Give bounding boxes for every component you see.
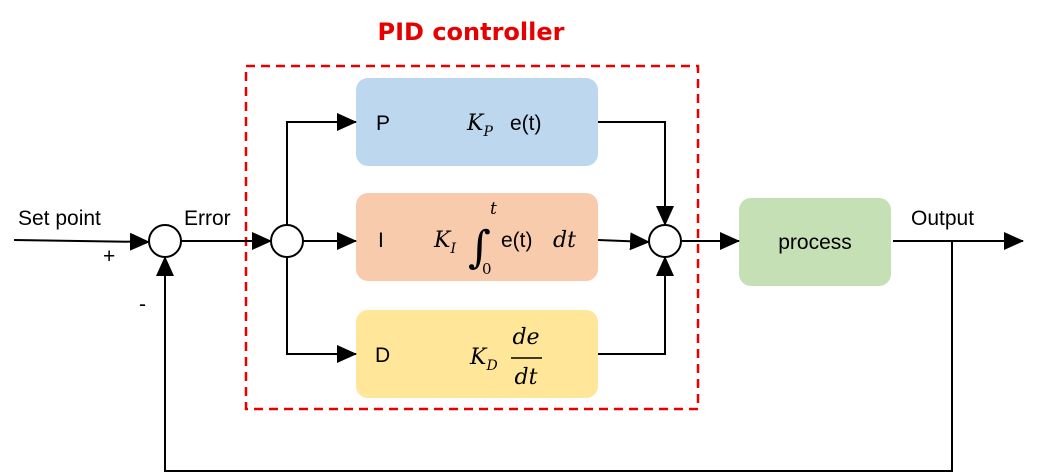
to-p-line [286,113,357,225]
from-i-line [597,232,650,251]
integral-upper-limit: t [490,199,497,219]
d-gain: KD [469,345,498,374]
to-d-line [286,257,357,363]
pid-controller-border [244,64,700,411]
integral-symbol: ∫ [468,222,491,273]
p-gain: KP [466,111,493,140]
plus-sign: + [103,245,115,268]
feedback-line [156,240,953,472]
p-letter: P [376,112,390,135]
i-term: e(t) [501,229,533,252]
i-differential: dt [553,228,576,253]
input-summing-junction [148,224,182,258]
process-label: process [778,231,852,254]
d-letter: D [375,344,390,367]
d-numerator: de [512,325,539,350]
d-block [356,310,598,398]
integral-lower-limit: 0 [482,260,492,278]
i-letter: I [378,229,384,252]
output-summing-junction [648,224,682,258]
process-block [739,198,891,286]
i-block [356,193,598,281]
diagram-title: PID controller [378,18,565,46]
p-block [356,78,598,166]
error-label: Error [184,207,231,230]
from-p-line [598,121,674,226]
minus-sign: - [139,293,146,316]
set-point-label: Set point [18,207,101,230]
setpoint-line [13,232,150,251]
i-gain: KI [433,228,456,257]
d-denominator: dt [515,365,538,390]
output-label: Output [911,207,974,230]
p-term: e(t) [510,112,542,135]
from-d-line [598,256,674,355]
branch-junction [270,224,304,258]
